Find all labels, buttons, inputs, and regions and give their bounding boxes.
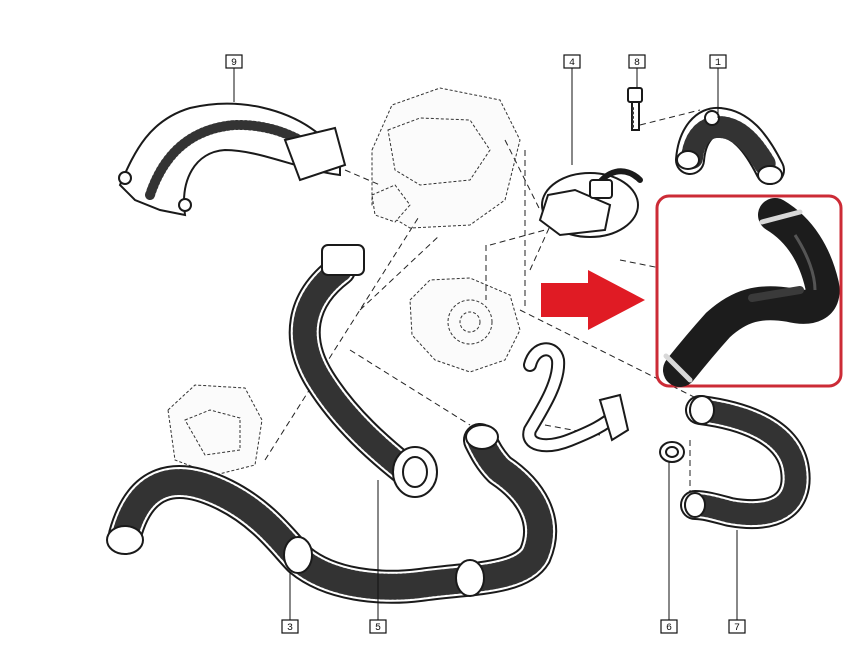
- part-8-bolt: [627, 87, 643, 131]
- svg-text:1: 1: [715, 58, 721, 69]
- svg-text:5: 5: [375, 623, 381, 634]
- photo-hose: [663, 198, 840, 387]
- callout-7: 7: [728, 619, 746, 634]
- part-6-collar: [659, 441, 685, 463]
- engine-block-top: [371, 87, 521, 229]
- part-1-elbow-pipe: [675, 106, 785, 185]
- part-7-hose: [680, 395, 811, 530]
- callout-6: 6: [660, 619, 678, 634]
- callout-3: 3: [281, 619, 299, 634]
- turbo-feed-pipe: [522, 342, 630, 453]
- callout-9: 9: [225, 54, 243, 69]
- callout-8: 8: [628, 54, 646, 69]
- callout-1: 1: [709, 54, 727, 69]
- intercooler-bracket: [167, 384, 263, 476]
- svg-text:6: 6: [666, 623, 672, 634]
- svg-text:4: 4: [569, 58, 575, 69]
- callout-leaders: [233, 68, 738, 620]
- connection-lines: [264, 109, 701, 500]
- highlight-photo-frame: [655, 194, 843, 388]
- callout-5: 5: [369, 619, 387, 634]
- svg-text:9: 9: [231, 58, 237, 69]
- svg-text:3: 3: [287, 623, 293, 634]
- part-5-hose: [288, 244, 438, 498]
- callout-4: 4: [563, 54, 581, 69]
- part-4-resonator: [538, 168, 643, 238]
- svg-text:7: 7: [734, 623, 740, 634]
- svg-text:8: 8: [634, 58, 640, 69]
- turbocharger: [409, 277, 521, 373]
- part-3-hose: [106, 423, 557, 604]
- red-arrow-icon: [541, 270, 645, 330]
- part-9-intake-duct: [118, 102, 347, 217]
